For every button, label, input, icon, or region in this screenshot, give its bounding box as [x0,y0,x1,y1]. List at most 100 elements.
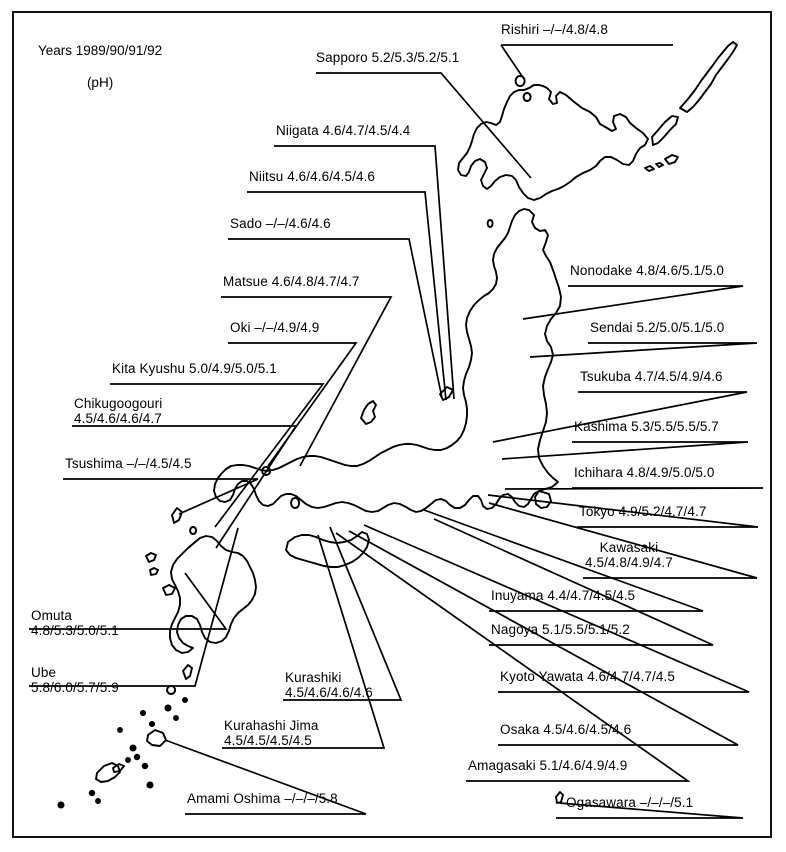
leader-matsue [221,296,393,467]
coastline-tokyo-bay [534,490,552,509]
label-kawasaki: Kawasaki 4.5/4.8/4.9/4.7 [585,540,673,570]
label-oki: Oki –/–/4.9/4.9 [230,320,320,335]
leader-amami [164,739,367,815]
leader-chikugo [72,425,298,549]
label-nagoya: Nagoya 5.1/5.5/5.1/5.2 [491,622,630,637]
label-chikugoogouri-values: 4.5/4.6/4.6/4.7 [74,411,162,426]
coastline-shikotan [664,154,679,165]
island-dot [125,757,131,763]
label-ube-name: Ube [31,665,57,680]
coastline-tanegashima [182,664,193,680]
label-kurashiki-values: 4.5/4.6/4.6/4.6 [285,685,373,700]
coastline-hokkaido [457,84,649,201]
island-dot [95,798,101,804]
label-kita-kyushu: Kita Kyushu 5.0/4.9/5.0/5.1 [112,361,277,376]
leader-oki [228,342,358,467]
label-tokyo: Tokyo 4.9/5.2/4.7/4.7 [579,504,707,519]
leader-omuta [29,572,228,630]
coastline-ogasawara-island [555,791,564,804]
coastline-okinawa-tip [112,763,125,773]
label-ichihara: Ichihara 4.8/4.9/5.0/5.0 [574,465,715,480]
coastline-goto-islands-2 [149,567,159,576]
label-omuta-values: 4.8/5.3/5.0/5.1 [31,623,119,638]
coastline-rebun-island [522,92,532,102]
label-ogasawara: Ogasawara –/–/–/5.1 [566,795,694,810]
coastline-sado-island [439,386,454,401]
coastline-okushiri-island [486,219,494,228]
legend-years: Years 1989/90/91/92 (pH) [38,27,162,107]
label-osaka: Osaka 4.5/4.6/4.5/4.6 [500,722,632,737]
coastline-amami-oshima-island [146,729,167,747]
label-inuyama: Inuyama 4.4/4.7/4.5/4.5 [491,588,636,603]
label-niigata: Niigata 4.6/4.7/4.5/4.4 [276,123,411,138]
label-rishiri: Rishiri –/–/4.8/4.8 [501,22,608,37]
leader-kurashiki [283,526,403,701]
label-omuta-name: Omuta [31,608,73,623]
coastline-noto-peninsula [360,400,377,425]
island-dot [148,720,156,728]
label-kurashiki: Kurashiki 4.5/4.6/4.6/4.6 [285,670,373,700]
coastline-oki-island [261,466,272,476]
label-sado: Sado –/–/4.6/4.6 [230,216,331,231]
label-chikugoogouri: Chikugoogouri 4.5/4.6/4.6/4.7 [74,396,162,426]
island-dot [129,744,137,752]
island-dot [57,801,65,809]
label-nonodake: Nonodake 4.8/4.6/5.1/5.0 [570,263,725,278]
leader-ube [29,527,239,687]
legend-years-line: Years 1989/90/91/92 [38,43,163,58]
lake-biwa [290,497,301,509]
legend-unit-line: (pH) [86,75,114,90]
coastline-habomai2 [655,162,664,168]
coastline-okinawa [95,762,121,783]
island-dot [146,781,154,789]
island-dot [139,709,147,717]
label-kashima: Kashima 5.3/5.5/5.5/5.7 [574,419,719,434]
label-ube: Ube 5.8/6.0/5.7/5.9 [31,665,119,695]
leader-rishiri-2 [500,44,525,80]
leader-kawasaki [488,502,758,579]
leader-kashima [501,441,749,460]
label-amami-oshima: Amami Oshima –/–/–/5.8 [187,791,338,806]
label-kurahashi-jima-values: 4.5/4.5/4.5/4.5 [224,733,312,748]
label-sapporo: Sapporo 5.2/5.3/5.2/5.1 [316,50,460,65]
island-dot [133,753,141,761]
leader-nagoya [433,518,714,646]
label-tsukuba: Tsukuba 4.7/4.5/4.9/4.6 [580,369,723,384]
coastline-iki-island [189,526,197,535]
leader-niitsu [247,191,447,401]
leader-tsushima [63,478,259,515]
label-kawasaki-values: 4.5/4.8/4.9/4.7 [585,555,673,570]
leader-amagasaki [335,532,691,782]
label-kawasaki-name: Kawasaki [599,540,659,555]
leader-sado [228,238,443,399]
label-sendai: Sendai 5.2/5.0/5.1/5.0 [590,320,725,335]
label-omuta: Omuta 4.8/5.3/5.0/5.1 [31,608,119,638]
coastline-goto-islands [145,552,157,563]
island-dot [182,697,188,703]
coastline-amakusa [162,584,176,596]
leader-ichihara [504,487,764,490]
coastline-shikoku [285,531,370,568]
island-dot [117,727,123,733]
label-amagasaki: Amagasaki 5.1/4.6/4.9/4.9 [468,758,628,773]
leader-kurahashi [222,534,386,749]
label-tsushima: Tsushima –/–/4.5/4.5 [65,456,192,471]
label-kyoto-yawata: Kyoto Yawata 4.6/4.7/4.7/4.5 [500,669,675,684]
island-dot [141,762,149,770]
coastline-kyushu [169,535,257,654]
leader-kyoto [363,524,750,693]
coastline-honshu [213,208,562,513]
label-ube-values: 5.8/6.0/5.7/5.9 [31,680,119,695]
coastline-tsushima-island [171,507,183,524]
leader-niigata [274,145,455,400]
label-niitsu: Niitsu 4.6/4.6/4.5/4.6 [249,169,376,184]
leader-tokyo [487,494,759,528]
label-kurahashi-jima-name: Kurahashi Jima [224,718,319,733]
label-matsue: Matsue 4.6/4.8/4.7/4.7 [223,274,360,289]
island-dot [88,789,96,797]
label-kurashiki-name: Kurashiki [285,670,342,685]
island-dot [164,704,172,712]
